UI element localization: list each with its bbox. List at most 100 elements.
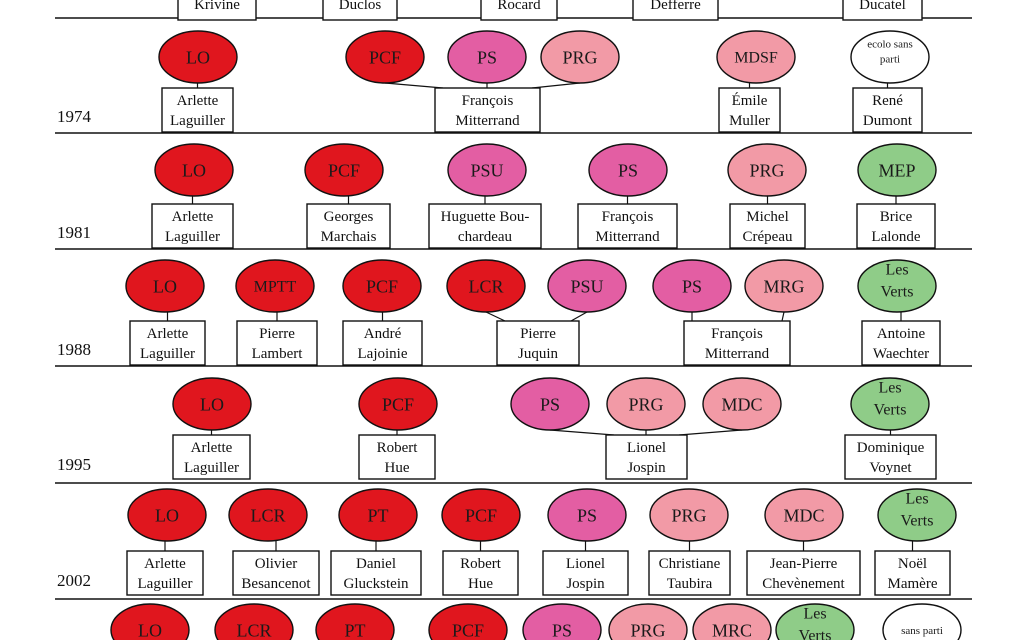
party-ellipse (764, 488, 844, 542)
candidate-name: Brice (880, 209, 913, 225)
candidate-name: Arlette (147, 326, 189, 342)
candidate-name: Lionel (566, 556, 605, 572)
candidate-name: Krivine (194, 0, 240, 13)
candidate-name: François (602, 209, 654, 225)
candidate-rect (729, 203, 806, 249)
candidate-name: Defferre (650, 0, 701, 13)
candidate-rect (428, 203, 542, 249)
party-ellipse (857, 259, 937, 313)
candidate-box: Krivine (177, 0, 257, 21)
party-node: LCR (228, 488, 308, 542)
party-node: LO (158, 30, 238, 84)
candidate-name: Gluckstein (344, 576, 409, 592)
coalition-link (531, 82, 581, 89)
candidate-rect (434, 87, 541, 133)
party-ellipse (652, 259, 732, 313)
party-node: PS (510, 377, 590, 431)
party-node: PT (338, 488, 418, 542)
party-label: sans parti (901, 625, 943, 637)
candidate-rect (172, 434, 251, 480)
party-ellipse (547, 488, 627, 542)
candidate-rect (632, 0, 719, 21)
party-node: PCF (345, 30, 425, 84)
candidate-name: Arlette (144, 556, 186, 572)
candidate-name: Laguiller (165, 229, 220, 245)
year-label: 1981 (57, 223, 91, 242)
link-layer (164, 82, 914, 551)
party-node: PRG (540, 30, 620, 84)
candidate-rect (746, 550, 861, 596)
party-ellipse (716, 30, 796, 84)
party-ellipse (315, 603, 395, 640)
party-label: LCR (468, 276, 503, 296)
party-label: Verts (881, 284, 914, 301)
party-ellipse (228, 488, 308, 542)
candidate-rect (151, 203, 234, 249)
candidate-rect (232, 550, 320, 596)
party-ellipse (446, 259, 526, 313)
candidate-name: Christiane (659, 556, 721, 572)
candidate-rect (605, 434, 688, 480)
candidate-rect (129, 320, 206, 366)
candidate-rect (861, 320, 941, 366)
party-label: MDC (783, 505, 824, 525)
candidate-name: chardeau (458, 229, 513, 245)
party-label: PS (682, 276, 702, 296)
party-ellipse (345, 30, 425, 84)
party-label: MRG (763, 276, 804, 296)
candidate-name: Crépeau (743, 229, 793, 245)
party-label: PRG (749, 160, 784, 180)
party-ellipse (304, 143, 384, 197)
party-ellipse (522, 603, 602, 640)
candidate-name: Rocard (497, 0, 541, 13)
party-label: MRC (712, 620, 752, 640)
candidate-rect (177, 0, 257, 21)
party-node: PRG (727, 143, 807, 197)
coalition-link (485, 311, 506, 322)
party-node: LO (110, 603, 190, 640)
party-label: Verts (901, 513, 934, 530)
party-ellipse (447, 30, 527, 84)
party-ellipse (744, 259, 824, 313)
year-row: 1969KrivineDuclosRocardDefferreDucatel (57, 0, 923, 21)
candidate-name: François (711, 326, 763, 342)
year-label: 1969 (57, 0, 91, 4)
party-label: Les (885, 262, 908, 279)
party-node: PCF (358, 377, 438, 431)
candidate-name: Jospin (627, 460, 666, 476)
party-node: MDSF (716, 30, 796, 84)
party-label: PRG (671, 505, 706, 525)
party-label: LCR (250, 505, 285, 525)
party-label: Verts (874, 402, 907, 419)
party-ellipse (692, 603, 772, 640)
candidate-name: Jean-Pierre (770, 556, 838, 572)
coalition-link (384, 82, 444, 89)
candidate-rect (683, 320, 791, 366)
candidate-rect (358, 434, 436, 480)
party-ellipse (727, 143, 807, 197)
candidate-name: Olivier (255, 556, 298, 572)
party-ellipse (702, 377, 782, 431)
candidate-rect (542, 550, 629, 596)
party-node: sans parti (882, 603, 962, 640)
party-ellipse (447, 143, 527, 197)
candidate-name: Laguiller (138, 576, 193, 592)
party-node: PS (547, 488, 627, 542)
candidate-name: Lajoinie (358, 346, 408, 362)
